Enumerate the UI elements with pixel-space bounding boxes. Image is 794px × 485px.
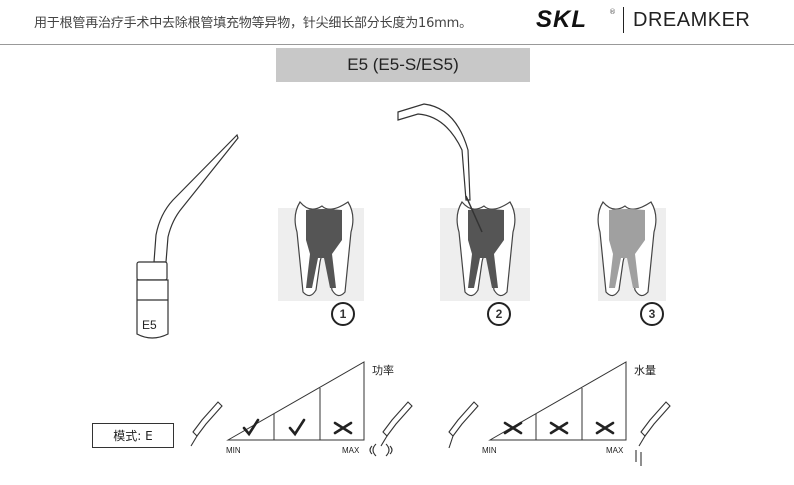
handpiece-min-power-icon xyxy=(190,401,223,447)
handpiece-max-power-icon xyxy=(369,401,413,457)
header: 用于根管再治疗手术中去除根管填充物等异物，针尖细长部分长度为16mm。 SKL … xyxy=(0,0,794,44)
water-max-label: MAX xyxy=(606,446,624,455)
registered-mark: ® xyxy=(609,8,616,16)
handpiece-max-water-icon xyxy=(635,401,671,466)
water-level-marks xyxy=(503,421,615,435)
water-cross-mark-icon xyxy=(595,421,615,435)
mode-label: 模式: E xyxy=(113,429,153,443)
header-description: 用于根管再治疗手术中去除根管填充物等异物，针尖细长部分长度为16mm。 xyxy=(34,16,472,31)
tooth-diagram-2 xyxy=(397,103,530,301)
brand-divider xyxy=(623,7,624,33)
power-check-mark-icon xyxy=(242,418,260,437)
water-min-label: MIN xyxy=(482,446,497,455)
tooth-diagram-3 xyxy=(597,200,666,301)
handpiece-min-water-icon xyxy=(448,401,479,449)
power-min-label: MIN xyxy=(226,446,241,455)
model-title: E5 (E5-S/ES5) xyxy=(276,48,530,82)
tip-label: E5 xyxy=(142,318,157,332)
brand-logo: SKL xyxy=(536,6,587,33)
mode-box: 模式: E xyxy=(92,423,174,448)
water-scale xyxy=(488,361,627,441)
power-max-label: MAX xyxy=(342,446,360,455)
scaler-tip-illustration xyxy=(136,133,239,339)
step-number-2: 2 xyxy=(487,302,511,326)
water-cross-mark-icon xyxy=(503,421,523,435)
power-scale xyxy=(226,361,365,441)
water-label: 水量 xyxy=(634,364,656,377)
header-rule xyxy=(0,44,794,45)
power-level-marks xyxy=(242,418,353,437)
step-number-3: 3 xyxy=(640,302,664,326)
power-cross-mark-icon xyxy=(333,421,353,435)
power-label: 功率 xyxy=(372,364,394,377)
step-number-1: 1 xyxy=(331,302,355,326)
power-check-mark-icon xyxy=(288,418,306,437)
water-cross-mark-icon xyxy=(549,421,569,435)
brand-name: DREAMKER xyxy=(633,9,751,31)
model-title-text: E5 (E5-S/ES5) xyxy=(347,55,459,74)
tooth-diagram-1 xyxy=(278,200,364,301)
